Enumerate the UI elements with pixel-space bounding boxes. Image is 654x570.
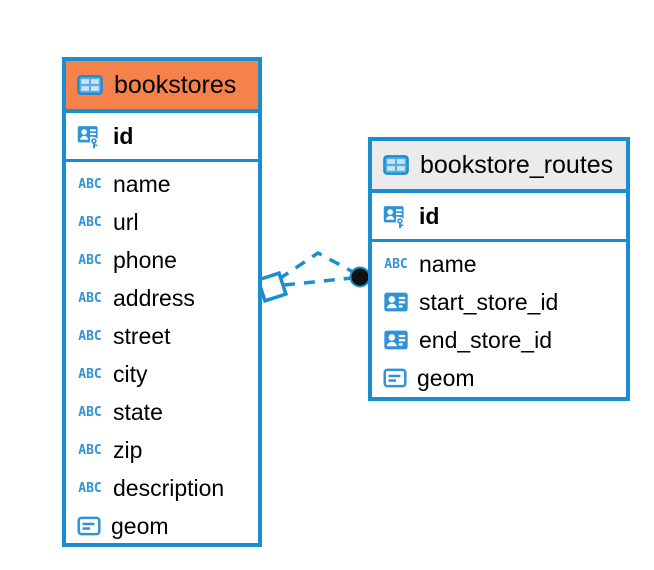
abc-text-glyph: ABC xyxy=(78,442,102,458)
entity-bookstores-header[interactable]: bookstores xyxy=(66,61,258,113)
geometry-icon xyxy=(382,365,408,391)
field-label: name xyxy=(113,170,171,197)
field-label: id xyxy=(419,202,440,229)
abc-text-icon: ABC xyxy=(76,399,104,425)
field-row[interactable]: end_store_id xyxy=(372,321,626,359)
entity-bookstores-primary-keys: id xyxy=(66,113,258,162)
field-row[interactable]: ABC street xyxy=(66,317,258,355)
field-label: end_store_id xyxy=(419,326,552,353)
field-row[interactable]: ABC url xyxy=(66,203,258,241)
table-icon xyxy=(382,151,410,179)
field-row[interactable]: start_store_id xyxy=(372,283,626,321)
entity-bookstore-routes-header[interactable]: bookstore_routes xyxy=(372,141,626,193)
field-label: city xyxy=(113,360,148,387)
field-label: start_store_id xyxy=(419,288,559,315)
relationship-line-peak xyxy=(278,250,356,281)
abc-text-glyph: ABC xyxy=(78,252,102,268)
entity-bookstore-routes-title: bookstore_routes xyxy=(420,150,614,179)
abc-text-glyph: ABC xyxy=(78,404,102,420)
relationship-target-circle-icon xyxy=(349,266,371,288)
field-label: address xyxy=(113,284,195,311)
entity-bookstore-routes-primary-keys: id xyxy=(372,193,626,242)
entity-bookstore-routes-fields: ABC name start_store_id xyxy=(372,242,626,397)
abc-text-icon: ABC xyxy=(76,209,104,235)
entity-bookstores[interactable]: bookstores xyxy=(62,57,262,547)
field-row[interactable]: geom xyxy=(372,359,626,397)
abc-text-icon: ABC xyxy=(76,361,104,387)
field-label: id xyxy=(113,122,134,149)
field-label: description xyxy=(113,474,225,501)
field-row[interactable]: id xyxy=(66,113,258,159)
field-row[interactable]: geom xyxy=(66,507,258,545)
abc-text-icon: ABC xyxy=(76,323,104,349)
entity-bookstores-title: bookstores xyxy=(114,70,237,99)
field-label: state xyxy=(113,398,163,425)
abc-text-glyph: ABC xyxy=(78,480,102,496)
field-row[interactable]: ABC phone xyxy=(66,241,258,279)
abc-text-glyph: ABC xyxy=(384,256,408,272)
entity-bookstore-routes[interactable]: bookstore_routes xyxy=(368,137,630,401)
abc-text-glyph: ABC xyxy=(78,176,102,192)
field-row[interactable]: ABC state xyxy=(66,393,258,431)
field-row[interactable]: ABC city xyxy=(66,355,258,393)
field-label: phone xyxy=(113,246,177,273)
field-row[interactable]: ABC description xyxy=(66,469,258,507)
primary-key-icon xyxy=(382,202,410,230)
abc-text-icon: ABC xyxy=(76,285,104,311)
field-label: name xyxy=(419,250,477,277)
abc-text-icon: ABC xyxy=(76,247,104,273)
field-row[interactable]: id xyxy=(372,193,626,239)
abc-text-glyph: ABC xyxy=(78,214,102,230)
field-row[interactable]: ABC address xyxy=(66,279,258,317)
table-icon xyxy=(76,71,104,99)
relationship-source-diamond-icon xyxy=(255,270,289,304)
entity-bookstores-fields: ABC name ABC url ABC phone ABC xyxy=(66,162,258,545)
field-label: street xyxy=(113,322,171,349)
abc-text-icon: ABC xyxy=(382,251,410,277)
foreign-key-icon xyxy=(382,326,410,354)
abc-text-glyph: ABC xyxy=(78,366,102,382)
primary-key-icon xyxy=(76,122,104,150)
field-row[interactable]: ABC name xyxy=(372,245,626,283)
abc-text-icon: ABC xyxy=(76,437,104,463)
abc-text-icon: ABC xyxy=(76,171,104,197)
abc-text-glyph: ABC xyxy=(78,328,102,344)
field-label: zip xyxy=(113,436,143,463)
field-label: geom xyxy=(417,364,475,391)
abc-text-glyph: ABC xyxy=(78,290,102,306)
field-row[interactable]: ABC zip xyxy=(66,431,258,469)
abc-text-icon: ABC xyxy=(76,475,104,501)
relationship-line-straight xyxy=(283,276,353,287)
field-row[interactable]: ABC name xyxy=(66,165,258,203)
field-label: url xyxy=(113,208,139,235)
foreign-key-icon xyxy=(382,288,410,316)
geometry-icon xyxy=(76,513,102,539)
field-label: geom xyxy=(111,512,169,539)
